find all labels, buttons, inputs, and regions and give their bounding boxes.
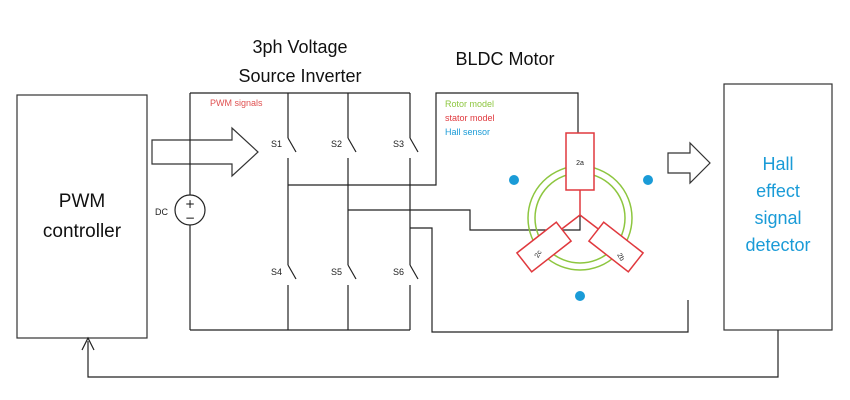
stator-coil-b [587, 221, 645, 273]
hall-sensor-left [509, 175, 519, 185]
switch-s5-label: S5 [331, 267, 342, 277]
dc-label: DC [155, 207, 168, 217]
hall-signal-arrow [667, 141, 711, 185]
hall-detector-label-line4: detector [745, 235, 810, 255]
hall-sensor-right [643, 175, 653, 185]
feedback-line [87, 330, 779, 378]
dc-minus-sign: − [185, 211, 195, 225]
pwm-controller-box [16, 94, 148, 339]
hall-detector-box [723, 83, 833, 331]
pwm-signals-label: PWM signals [210, 98, 263, 108]
feedback-arrowhead [81, 336, 95, 351]
stator-windings [515, 132, 645, 273]
hall-detector-label-line2: effect [756, 181, 800, 201]
switch-s6-label: S6 [393, 267, 404, 277]
pwm-controller-label-line1: PWM [59, 191, 105, 212]
motor-title: BLDC Motor [455, 49, 554, 69]
pwm-controller-label-line2: controller [43, 221, 122, 242]
hall-sensor-bottom [575, 291, 585, 301]
switch-s2-label: S2 [331, 139, 342, 149]
switch-s4-label: S4 [271, 267, 282, 277]
coil-label-2c: 2c [534, 249, 544, 259]
hall-detector-label-line1: Hall [762, 154, 793, 174]
dc-source [174, 194, 206, 226]
inverter-title-line1: 3ph Voltage [252, 37, 347, 57]
switch-s3-label: S3 [393, 139, 404, 149]
switch-s1-label: S1 [271, 139, 282, 149]
dc-plus-sign: + [185, 197, 195, 211]
legend-hall-sensor: Hall sensor [445, 127, 490, 137]
pwm-signal-arrow [151, 126, 259, 178]
coil-label-2b: 2b [615, 252, 625, 262]
coil-label-2a: 2a [576, 160, 584, 167]
legend-stator-model: stator model [445, 113, 495, 123]
stator-coil-a [565, 132, 595, 191]
inverter-circuit [189, 92, 689, 333]
hall-detector-label-line3: signal [754, 208, 801, 228]
inverter-title-line2: Source Inverter [238, 66, 361, 86]
legend-rotor-model: Rotor model [445, 99, 494, 109]
stator-coil-c [515, 221, 573, 273]
